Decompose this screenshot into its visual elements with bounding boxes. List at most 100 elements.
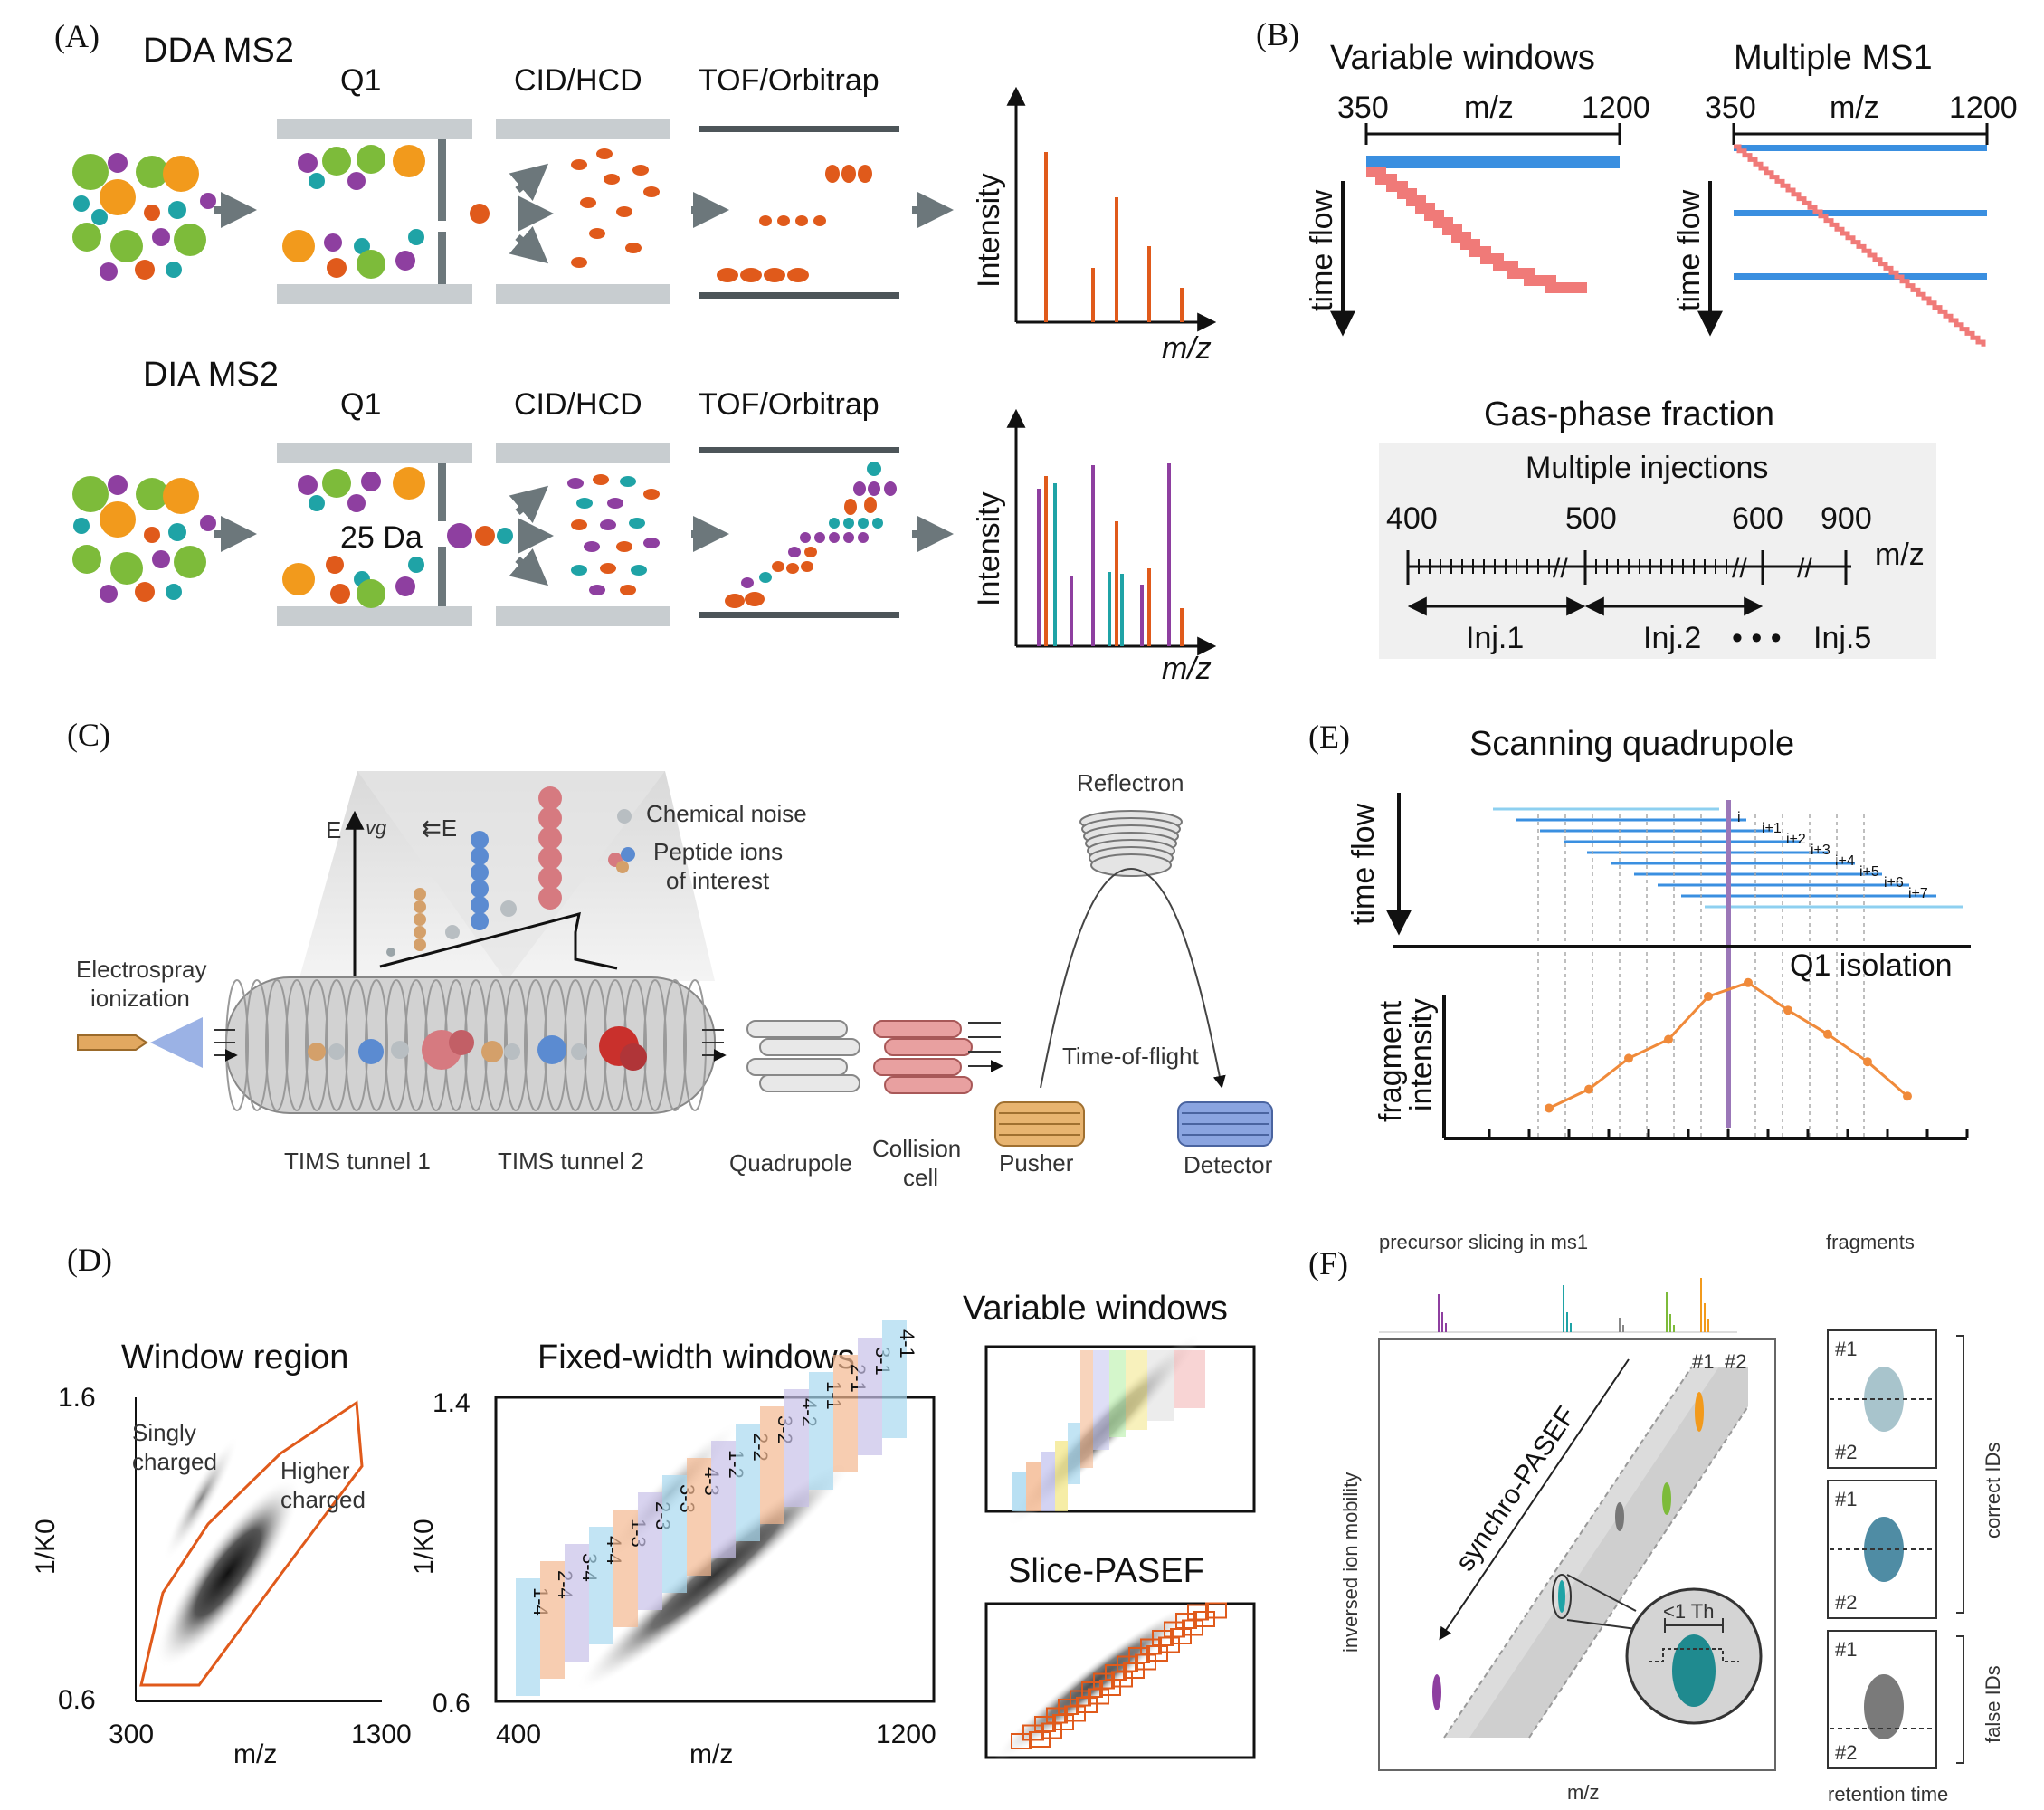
- fragment-intensity-point: [1903, 1091, 1912, 1101]
- slice-window: [1205, 1602, 1227, 1619]
- fixed-xmin: 400: [496, 1720, 541, 1749]
- region-ymin: 0.6: [58, 1685, 96, 1715]
- false-ids-label: false IDs: [1982, 1665, 2004, 1743]
- window-region-polygon: [139, 1400, 364, 1687]
- dda-title: DDA MS2: [143, 32, 294, 70]
- gpf-inj1: Inj.1: [1466, 621, 1524, 655]
- slice-window: [1034, 1716, 1056, 1732]
- variable-xmid: m/z: [1464, 90, 1514, 125]
- scan-label: i+5: [1859, 864, 1879, 880]
- dda-sample-cluster: [72, 153, 216, 281]
- multiple-ms1: Multiple MS1 350 m/z 1200 time flow: [1672, 39, 2018, 347]
- higher-label-2: charged: [280, 1486, 366, 1513]
- panel-c: (C) E vg ⇇E Chemical noise Peptide ions …: [67, 717, 1273, 1191]
- variable-ylabel: time flow: [1305, 189, 1339, 311]
- fixed-window: [638, 1492, 662, 1610]
- panel-f: (F) precursor slicing in ms1 fragments s…: [1308, 1231, 2004, 1805]
- fixed-width-plot: Fixed-width windows 1-42-43-44-41-32-33-…: [409, 1320, 936, 1769]
- synchro-label: synchro-PASEF: [1450, 1401, 1581, 1577]
- dda-selected-ion: [470, 204, 490, 224]
- fixed-ymax: 1.4: [433, 1388, 471, 1418]
- fixed-window: [833, 1355, 858, 1472]
- fragment-box-2: #1 #2: [1827, 1480, 1937, 1619]
- quadrupole: [746, 1020, 860, 1092]
- correct-ids-label: correct IDs: [1982, 1443, 2004, 1538]
- svg-text:#2: #2: [1835, 1441, 1857, 1463]
- fragment-intensity-curve: [1548, 981, 1908, 1110]
- fixed-window-grid: 1-42-43-44-41-32-33-34-31-22-23-24-21-12…: [516, 1320, 918, 1696]
- fragment-box-3: #1 #2: [1827, 1630, 1937, 1769]
- peptide-label-1: Peptide ions: [653, 838, 783, 865]
- multi-ylabel: time flow: [1672, 189, 1707, 311]
- gpf-dots: • • •: [1732, 621, 1782, 655]
- fragments-label: fragments: [1826, 1231, 1915, 1253]
- dia-ion-1: [447, 523, 472, 548]
- esi-label-1: Electrospray: [76, 956, 207, 983]
- dia-sample-cluster: [72, 475, 216, 603]
- gpf-subtitle: Multiple injections: [1526, 451, 1768, 485]
- scan-label: i+6: [1884, 875, 1904, 891]
- rt-label: retention time: [1828, 1783, 1948, 1805]
- fixed-window: [589, 1527, 613, 1644]
- region-ymax: 1.6: [58, 1383, 96, 1413]
- detector-label: Detector: [1184, 1151, 1273, 1178]
- tims1-label: TIMS tunnel 1: [284, 1148, 431, 1175]
- slice-pasef-inset: Slice-PASEF: [984, 1552, 1256, 1761]
- scan-label: i+4: [1835, 853, 1855, 869]
- slice-window: [1105, 1664, 1127, 1681]
- fixed-window: [662, 1475, 687, 1593]
- dda-q1-label: Q1: [340, 63, 381, 98]
- gpf-inj2: Inj.2: [1643, 621, 1701, 655]
- multi-xmin: 350: [1705, 90, 1756, 125]
- svg-text://: //: [1553, 554, 1568, 584]
- fragment-intensity-point: [1545, 1103, 1554, 1113]
- scan-label: i+2: [1786, 832, 1806, 847]
- scan-label: i: [1737, 810, 1741, 825]
- quadrupole-label: Quadrupole: [729, 1149, 852, 1176]
- dia-cid-box: [496, 443, 670, 626]
- slice-inset-title: Slice-PASEF: [1008, 1552, 1204, 1590]
- dda-tof-label: TOF/Orbitrap: [699, 63, 879, 98]
- scan-quad-title: Scanning quadrupole: [1469, 725, 1794, 763]
- fixed-window: [565, 1544, 589, 1662]
- tof-label: Time-of-flight: [1062, 1043, 1200, 1070]
- svg-text:#1: #1: [1835, 1338, 1857, 1360]
- dia-cid-label: CID/HCD: [514, 387, 642, 422]
- multi-xmax: 1200: [1949, 90, 2018, 125]
- gpf-tick-400: 400: [1386, 501, 1438, 536]
- ion-mobility-label: inversed ion mobility: [1339, 1472, 1362, 1653]
- chem-noise-label: Chemical noise: [646, 800, 807, 827]
- svg-text:#2: #2: [1835, 1741, 1857, 1764]
- fixed-window: [882, 1320, 907, 1438]
- region-xlabel: m/z: [233, 1739, 277, 1769]
- panel-a-label: (A): [54, 18, 100, 54]
- collision-label-2: cell: [903, 1164, 938, 1191]
- dia-ylabel: Intensity: [972, 491, 1006, 606]
- fragment-box-1: #1 #2: [1827, 1329, 1937, 1469]
- slice-window: [1175, 1613, 1197, 1629]
- multi-staircase: [1734, 144, 1986, 347]
- panel-c-label: (C): [67, 717, 110, 753]
- ms1-slicing-label: precursor slicing in ms1: [1379, 1231, 1588, 1253]
- fixed-title: Fixed-width windows: [537, 1338, 855, 1377]
- fragment-label-1: fragment: [1374, 1000, 1408, 1122]
- slice-window: [1140, 1638, 1162, 1655]
- fragment-boxes: #1 #2 #1 #2 #1 #2 correct IDs false IDs: [1827, 1329, 2004, 1805]
- singly-label-1: Singly: [132, 1419, 196, 1446]
- slice-window: [1058, 1699, 1079, 1715]
- fixed-ymin: 0.6: [433, 1689, 471, 1719]
- tims-tunnel: [214, 976, 724, 1114]
- fixed-window: [858, 1338, 882, 1455]
- variable-title: Variable windows: [1330, 39, 1595, 77]
- svg-text:#1: #1: [1835, 1638, 1857, 1661]
- window-region-plot: Window region Singly charged Higher char…: [31, 1338, 412, 1769]
- slice-window: [1093, 1672, 1115, 1690]
- dda-tof-box: [699, 126, 899, 299]
- slice-window: [1081, 1681, 1103, 1698]
- panel-e-label: (E): [1308, 719, 1350, 755]
- gpf-tick-900: 900: [1821, 501, 1872, 536]
- ms1-spectrum: [1379, 1278, 1737, 1333]
- detector: [1177, 1101, 1273, 1147]
- panel-b-label: (B): [1256, 16, 1299, 52]
- dda-spectrum: Intensity m/z: [972, 86, 1217, 366]
